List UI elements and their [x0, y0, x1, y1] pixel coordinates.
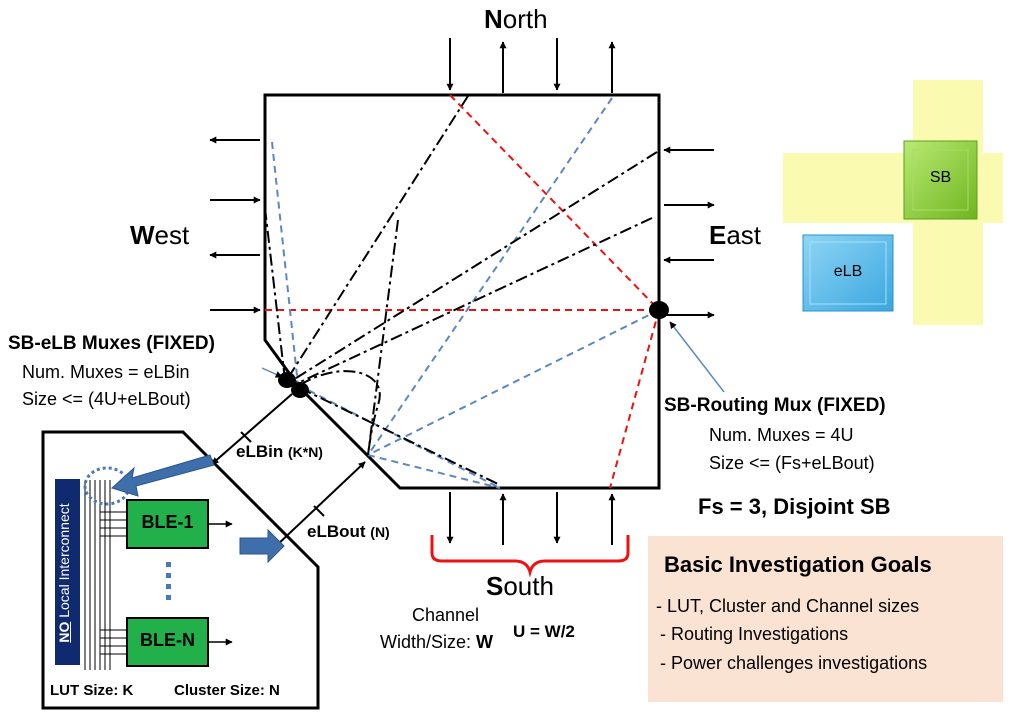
- goals-title: Basic Investigation Goals: [664, 552, 932, 577]
- sb-elb-muxes-title: SB-eLB Muxes (FIXED): [8, 333, 215, 354]
- elbout-label: eLBout (N): [307, 522, 390, 541]
- sb-routing-mux-num: Num. Muxes = 4U: [709, 425, 854, 445]
- sb-routing-mux-title: SB-Routing Mux (FIXED): [664, 395, 886, 416]
- lut-size-label: LUT Size: K: [50, 682, 134, 699]
- cluster-size-label: Cluster Size: N: [174, 682, 280, 699]
- local-interconnect-label: NO Local Interconnect: [56, 503, 72, 643]
- switch-box-outline: [263, 93, 661, 490]
- channel-width-label: Width/Size: W: [380, 632, 494, 652]
- south-channel-brace: [430, 535, 630, 578]
- sb-routing-callout: [669, 321, 725, 393]
- sb-elb-mux-dot-2: [291, 382, 309, 398]
- south-label: South: [486, 571, 554, 601]
- fs-formula: Fs = 3, Disjoint SB: [698, 494, 891, 519]
- elbin-label: eLBin (K*N): [236, 442, 323, 461]
- sb-elb-muxes-size: Size <= (4U+eLBout): [22, 389, 191, 409]
- elbin-arrow: [211, 393, 293, 465]
- legend-elb-block: [802, 234, 894, 312]
- sb-elb-callout: [261, 367, 283, 378]
- goals-item-2: - Routing Investigations: [660, 624, 849, 644]
- goals-box: [648, 536, 1003, 702]
- elbout-thick-arrow: [239, 528, 285, 564]
- legend-elb-label: eLB: [833, 263, 863, 280]
- west-label: West: [130, 220, 190, 250]
- ble-n-label: BLE-N: [140, 630, 195, 650]
- legend-sb-label: SB: [929, 169, 952, 186]
- ble-1-label: BLE-1: [141, 512, 194, 532]
- channel-label: Channel: [412, 605, 480, 625]
- logic-block-outline: [41, 430, 320, 710]
- local-interconnect-bar: [55, 479, 80, 665]
- goals-item-3: - Power challenges investigations: [660, 653, 928, 673]
- elbout-arrow: [275, 461, 366, 547]
- ble-1-box: [126, 499, 209, 549]
- east-label: East: [709, 220, 762, 250]
- u-formula: U = W/2: [513, 622, 575, 641]
- goals-item-1: - LUT, Cluster and Channel sizes: [656, 596, 920, 616]
- sb-routing-mux-size: Size <= (Fs+eLBout): [709, 453, 875, 473]
- elbin-thick-arrow: [111, 454, 215, 497]
- ble-n-box: [126, 617, 209, 667]
- sb-routing-mux-dot: [649, 301, 669, 319]
- north-label: North: [484, 4, 548, 34]
- ble-ellipsis: [166, 562, 171, 600]
- legend-sb-block: [903, 140, 978, 220]
- sb-elb-muxes-num: Num. Muxes = eLBin: [22, 362, 190, 382]
